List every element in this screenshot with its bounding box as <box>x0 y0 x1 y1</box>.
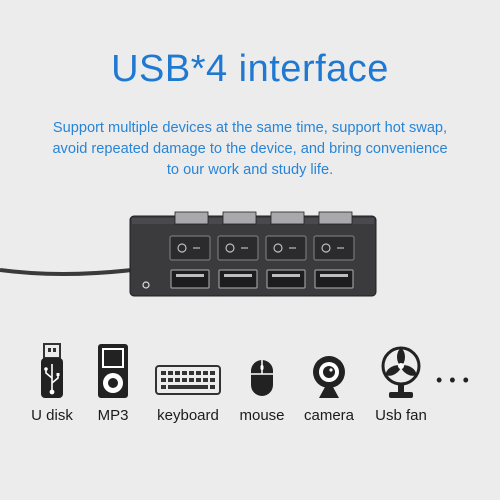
subtitle-line: avoid repeated damage to the device, and… <box>52 141 448 157</box>
mp3-player-icon <box>98 344 128 398</box>
usb-port-3 <box>266 269 306 289</box>
device-item-mouse: mouse <box>222 340 302 440</box>
switch-housing-2 <box>222 211 257 225</box>
hub-cable <box>0 268 133 276</box>
mouse-icon <box>251 360 273 396</box>
usb-port-1 <box>170 269 210 289</box>
switch-housing-3 <box>270 211 305 225</box>
device-label: keyboard <box>157 407 219 424</box>
device-item-usb-fan: Usb fan <box>361 340 441 440</box>
device-label: U disk <box>31 407 73 424</box>
switch-housing-1 <box>174 211 209 225</box>
usb-hub-graphic <box>0 211 377 297</box>
subtitle-line: Support multiple devices at the same tim… <box>52 120 448 136</box>
device-list: U disk MP3 keyboard mouse <box>0 340 500 440</box>
power-switch-1 <box>169 235 211 261</box>
keyboard-icon <box>155 365 221 395</box>
webcam-icon <box>313 356 345 398</box>
device-label: MP3 <box>97 407 129 424</box>
device-label: camera <box>303 407 355 424</box>
page-title: USB*4 interface <box>111 48 389 90</box>
device-label: Usb fan <box>375 407 427 424</box>
device-item-u-disk: U disk <box>12 340 92 440</box>
device-item-mp3: MP3 <box>73 340 153 440</box>
device-label: mouse <box>239 407 285 424</box>
power-switch-3 <box>265 235 307 261</box>
power-led <box>142 281 150 289</box>
device-item-camera: camera <box>289 340 369 440</box>
subtitle-line: to our work and study life. <box>166 162 334 178</box>
power-switch-2 <box>217 235 259 261</box>
device-item-keyboard: keyboard <box>148 340 228 440</box>
switch-housing-4 <box>318 211 353 225</box>
usb-port-4 <box>314 269 354 289</box>
usb-drive-icon <box>41 343 63 398</box>
page-subtitle: Support multiple devices at the same tim… <box>30 118 470 181</box>
more-devices-indicator: • • • <box>436 370 470 390</box>
power-switch-4 <box>313 235 355 261</box>
usb-hub-illustration <box>0 200 500 310</box>
usb-port-2 <box>218 269 258 289</box>
fan-icon <box>381 346 421 398</box>
